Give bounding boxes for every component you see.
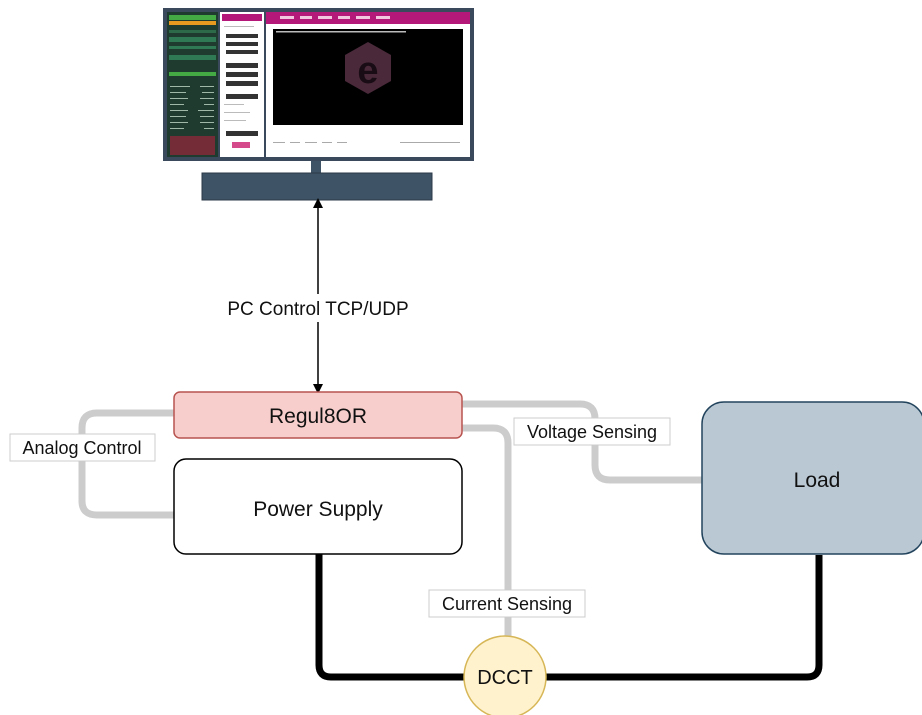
power-line-load (546, 555, 823, 681)
regulator-label: Regul8OR (269, 405, 367, 428)
analog-control-line (78, 409, 174, 519)
analog-control-label: Analog Control (22, 438, 141, 458)
load-node[interactable]: Load (701, 401, 922, 555)
app-logo-letter: e (357, 50, 378, 92)
current-sensing-line (462, 424, 512, 640)
voltage-sensing-label: Voltage Sensing (527, 422, 657, 442)
monitor-neck (311, 161, 321, 173)
power-line-supply (315, 553, 466, 681)
power-supply-node[interactable]: Power Supply (173, 458, 463, 555)
current-sensing-label-box (428, 589, 586, 618)
pc-link-label-bg (213, 294, 423, 322)
current-sensing-label: Current Sensing (442, 594, 572, 614)
dcct-node[interactable]: DCCT (463, 635, 547, 715)
pc-monitor-icon: e (163, 8, 474, 201)
load-label: Load (794, 469, 841, 492)
voltage-sensing-label-box (513, 417, 671, 446)
pc-link-label: PC Control TCP/UDP (227, 299, 408, 320)
power-supply-label: Power Supply (253, 498, 383, 521)
analog-control-label-box (9, 433, 156, 462)
regulator-node[interactable]: Regul8OR (173, 391, 463, 439)
dcct-label: DCCT (477, 667, 533, 689)
app-left-panel (167, 12, 218, 157)
monitor-stand (201, 172, 433, 201)
